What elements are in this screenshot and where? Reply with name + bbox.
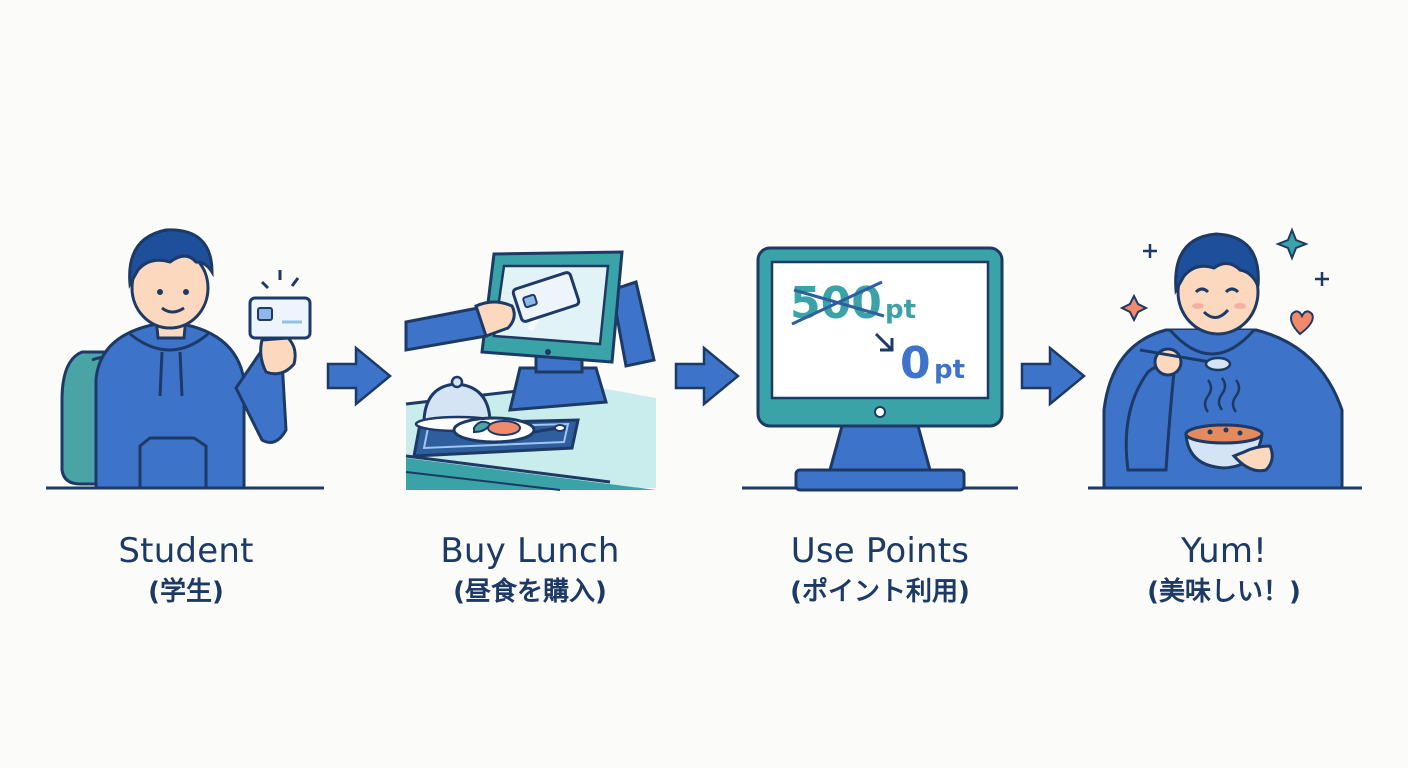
step-label-en: Yum! xyxy=(1181,531,1267,571)
student-eating-icon xyxy=(1088,227,1362,490)
monitor-neck xyxy=(828,424,932,472)
monitor-points-icon: 500 pt 0 pt xyxy=(742,246,1018,492)
step-label-ja: (ポイント利用) xyxy=(790,577,970,607)
arrow-right-icon-3 xyxy=(1020,345,1086,407)
hair xyxy=(128,228,214,289)
step-caption-use-points: Use Points (ポイント利用) xyxy=(730,528,1030,610)
food-cloche xyxy=(422,382,492,422)
pos-stand xyxy=(508,366,608,412)
step-label-en: Use Points xyxy=(790,531,970,571)
points-after-value: 0 xyxy=(900,338,931,389)
buyer-arm xyxy=(404,306,488,352)
step-label-ja: (美味しい！) xyxy=(1147,577,1301,607)
hair-eating xyxy=(1174,232,1260,295)
spoon xyxy=(1139,348,1211,364)
monitor-base xyxy=(794,468,966,492)
step-label-en: Buy Lunch xyxy=(440,531,620,571)
sparkle-icon-3 xyxy=(1143,244,1157,258)
arrow-down-right-icon xyxy=(874,332,894,352)
monitor-screen xyxy=(770,260,990,400)
sparkle-icon-1 xyxy=(1275,227,1309,261)
card-chip xyxy=(257,307,273,321)
pos-terminal-lunch-icon xyxy=(404,250,656,491)
points-before-unit: pt xyxy=(885,295,916,325)
step-label-ja: (学生) xyxy=(148,577,224,607)
sparkle-icon-2 xyxy=(1119,293,1149,323)
heart-icon xyxy=(1290,310,1314,336)
strike-line-2 xyxy=(793,288,885,318)
step-label-ja: (昼食を購入) xyxy=(453,577,607,607)
step-label-en: Student xyxy=(118,531,254,571)
arrow-right-icon-2 xyxy=(674,345,740,407)
points-after-unit: pt xyxy=(934,355,965,385)
pay-card xyxy=(511,271,581,323)
hand xyxy=(259,336,297,376)
step-caption-yum: Yum! (美味しい！) xyxy=(1074,528,1374,610)
student-with-card-icon xyxy=(46,228,324,490)
arrow-right-icon-1 xyxy=(326,345,392,407)
sparkle-icon-4 xyxy=(1315,272,1329,286)
steam xyxy=(1203,379,1213,413)
step-caption-buy-lunch: Buy Lunch (昼食を購入) xyxy=(380,528,680,610)
step-caption-student: Student (学生) xyxy=(36,528,336,610)
